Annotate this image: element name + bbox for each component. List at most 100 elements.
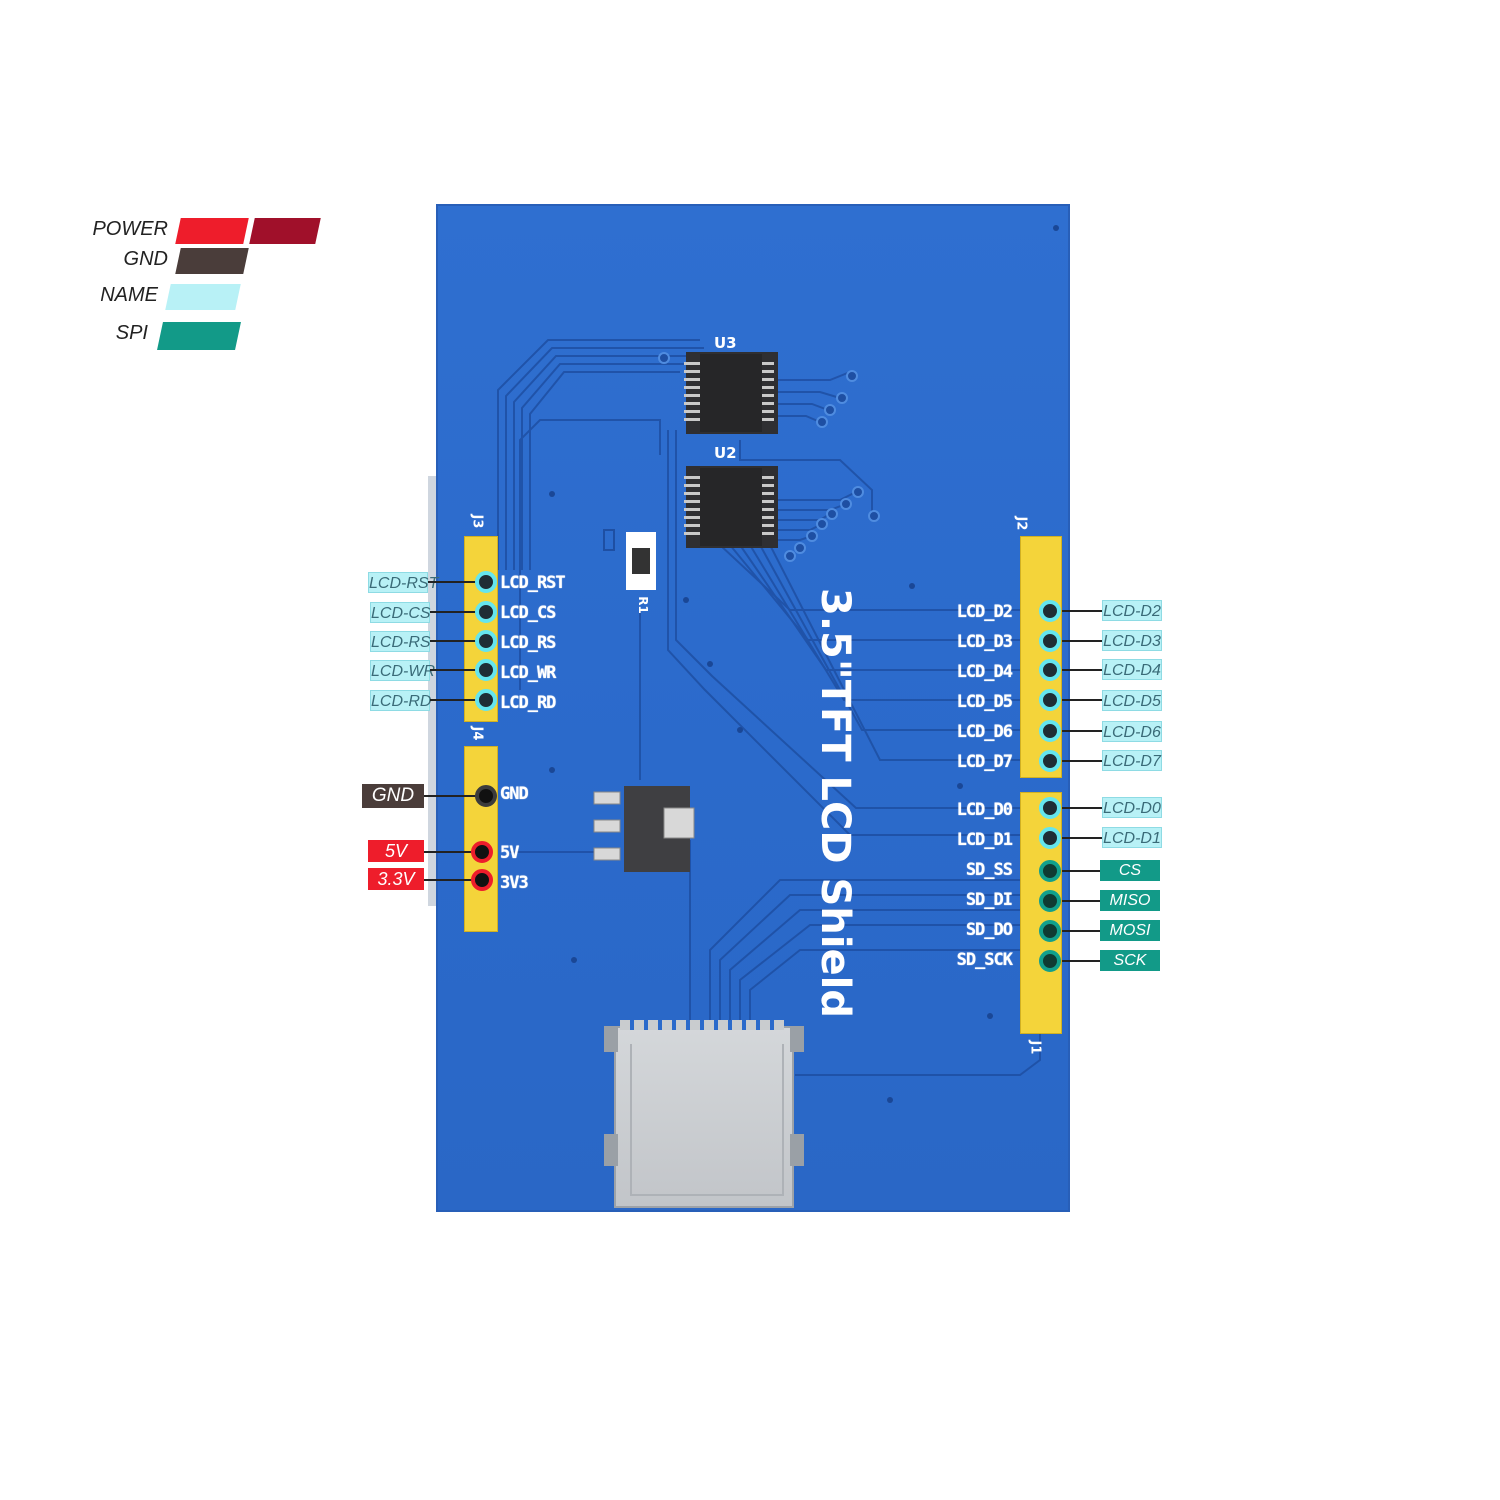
silk-lcd-d7: LCD_D7 (956, 752, 1013, 772)
sd-card-slot-inner (630, 1044, 784, 1196)
pin-tag-lcd-rd: LCD-RD (370, 690, 431, 711)
chip-label-u2: U2 (714, 444, 737, 462)
pin-lead (1062, 837, 1102, 839)
header-j4 (464, 746, 498, 932)
sd-slot-tab (790, 1026, 804, 1052)
pin-lead (1062, 960, 1102, 962)
pin-5v (471, 841, 493, 863)
pin-tag-gnd: GND (362, 784, 424, 808)
silk-lcd-d0: LCD_D0 (956, 800, 1013, 820)
legend-label-spi: SPI (115, 322, 148, 344)
pin-tag-lcd-d4: LCD-D4 (1102, 659, 1162, 680)
pin-lcd-d4 (1039, 659, 1061, 681)
pin-sd-do (1039, 920, 1061, 942)
silk-lcd-d6: LCD_D6 (956, 722, 1013, 742)
silk-5v: 5V (500, 843, 520, 863)
silk-lcd-d5: LCD_D5 (956, 692, 1013, 712)
silk-lcd-d4: LCD_D4 (956, 662, 1013, 682)
pin-sd-ss (1039, 860, 1061, 882)
pin-lead (1062, 900, 1102, 902)
pin-lcd-rd (475, 689, 497, 711)
pin-lcd-d3 (1039, 630, 1061, 652)
silk-sd-do: SD_DO (965, 920, 1013, 940)
legend-label-name: NAME (100, 284, 158, 306)
pin-lead (424, 851, 476, 853)
pin-lead (1062, 669, 1102, 671)
pin-lead (430, 699, 476, 701)
silk-lcd-d3: LCD_D3 (956, 632, 1013, 652)
silk-lcd-rs: LCD_RS (500, 633, 556, 653)
sd-slot-tab (790, 1134, 804, 1166)
header-ref-j1: J1 (1027, 1040, 1043, 1055)
chip-label-u3: U3 (714, 334, 737, 352)
pin-lead (424, 795, 476, 797)
pin-3v3 (471, 869, 493, 891)
pin-lead (1062, 760, 1102, 762)
pin-lcd-d5 (1039, 689, 1061, 711)
board-edge (428, 476, 436, 906)
silk-lcd-d2: LCD_D2 (956, 602, 1013, 622)
pin-lcd-d6 (1039, 720, 1061, 742)
silk-sd-di: SD_DI (965, 890, 1013, 910)
pin-lead (1062, 610, 1102, 612)
pin-lead (1062, 870, 1102, 872)
legend-label-gnd: GND (123, 248, 168, 270)
pin-tag-lcd-d6: LCD-D6 (1102, 721, 1162, 742)
pin-tag-miso: MISO (1100, 890, 1160, 911)
header-ref-j2: J2 (1013, 516, 1029, 531)
pin-tag-sck: SCK (1100, 950, 1160, 971)
silk-lcd-cs: LCD_CS (500, 603, 556, 623)
pin-lead (428, 581, 476, 583)
pin-lead (1062, 930, 1102, 932)
pin-tag-lcd-d7: LCD-D7 (1102, 750, 1162, 771)
pin-sd-di (1039, 890, 1061, 912)
pin-lcd-d0 (1039, 797, 1061, 819)
pin-tag-lcd-wr: LCD-WR (370, 660, 435, 681)
pin-tag-lcd-rs: LCD-RS (370, 631, 431, 652)
pin-lcd-rs (475, 630, 497, 652)
pin-lcd-wr (475, 659, 497, 681)
pin-gnd (475, 785, 497, 807)
pin-lcd-rst (475, 571, 497, 593)
pin-tag-5v: 5V (368, 840, 424, 862)
header-ref-j4: J4 (469, 726, 485, 741)
pin-tag-lcd-d1: LCD-D1 (1102, 827, 1162, 848)
pin-tag-lcd-d0: LCD-D0 (1102, 797, 1162, 818)
sd-card-slot (614, 1026, 794, 1208)
pin-lead (430, 611, 476, 613)
header-j2 (1020, 536, 1062, 778)
pin-lead (1062, 730, 1102, 732)
silk-gnd: GND (500, 784, 529, 804)
silk-sd-ss: SD_SS (965, 860, 1013, 880)
pin-lead (1062, 699, 1102, 701)
pin-tag-cs: CS (1100, 860, 1160, 881)
header-ref-j3: J3 (469, 514, 485, 529)
pin-tag-lcd-d5: LCD-D5 (1102, 690, 1162, 711)
silk-lcd-d1: LCD_D1 (956, 830, 1013, 850)
pin-lcd-d7 (1039, 750, 1061, 772)
sd-slot-tab (604, 1026, 618, 1052)
pin-lcd-d2 (1039, 600, 1061, 622)
silk-lcd-wr: LCD_WR (500, 663, 556, 683)
pin-lcd-cs (475, 601, 497, 623)
pin-lead (1062, 640, 1102, 642)
silk-sd-sck: SD_SCK (956, 950, 1013, 970)
pin-tag-lcd-cs: LCD-CS (370, 602, 431, 623)
silk-lcd-rd: LCD_RD (500, 693, 556, 713)
chip-label-r1: R1 (635, 596, 650, 614)
pin-lead (1062, 807, 1102, 809)
pin-lead (430, 640, 476, 642)
pin-tag-lcd-d3: LCD-D3 (1102, 630, 1162, 651)
board-title: 3.5"TFT LCD Shield (812, 588, 858, 1018)
legend-label-power: POWER (92, 218, 168, 240)
pin-tag-lcd-d2: LCD-D2 (1102, 600, 1162, 621)
sd-slot-tab (604, 1134, 618, 1166)
pin-sd-sck (1039, 950, 1061, 972)
sd-slot-contacts (620, 1020, 784, 1030)
pin-tag-lcd-rst: LCD-RST (368, 572, 438, 593)
pin-lead (424, 879, 476, 881)
pin-lcd-d1 (1039, 827, 1061, 849)
pin-tag-mosi: MOSI (1100, 920, 1160, 941)
silk-lcd-rst: LCD_RST (500, 573, 566, 593)
